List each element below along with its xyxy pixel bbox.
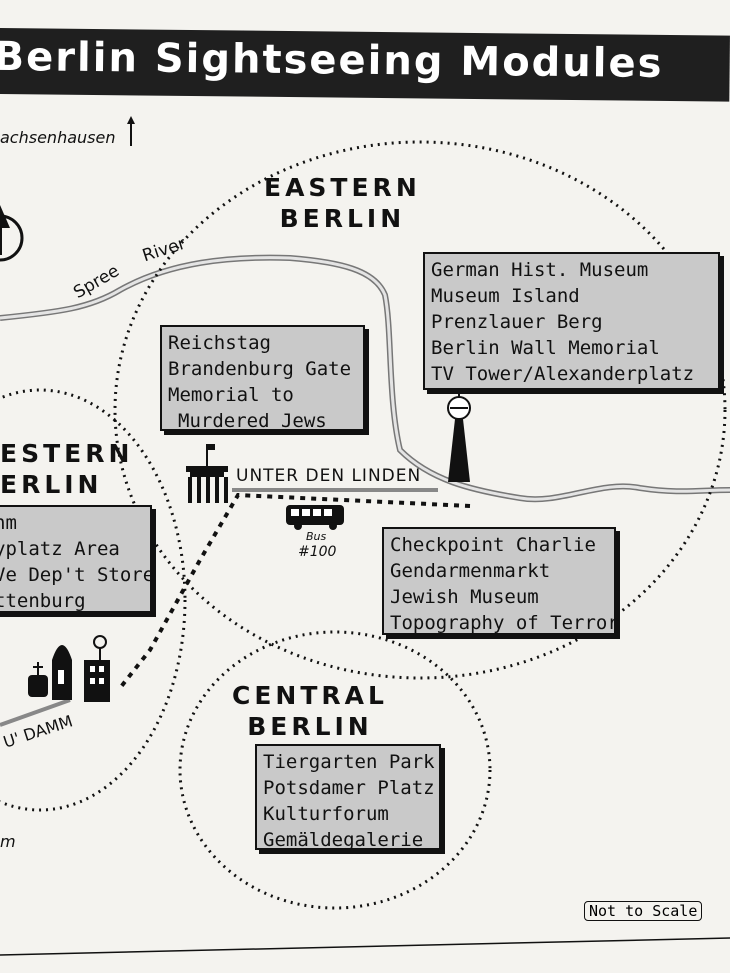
eastern-berlin-boundary: [113, 140, 727, 680]
western-berlin-title: ESTERN ERLIN: [0, 439, 134, 499]
western-berlin-boundary: [0, 388, 187, 812]
bus-route: [118, 492, 471, 690]
eastern-berlin-title: EASTERN BERLIN: [264, 173, 421, 233]
sachsenhausen-label: achsenhausen: [0, 128, 116, 147]
bus-label: Bus: [306, 530, 327, 543]
central-berlin-title: CENTRAL BERLIN: [232, 681, 388, 741]
brandenburg-gate-icon: [186, 444, 228, 503]
unter-den-linden-label: UNTER DEN LINDEN: [236, 466, 422, 486]
central-berlin-boundary: [178, 630, 492, 910]
checkpoint-charlie-box: Checkpoint Charlie Gendarmenmarkt Jewish…: [382, 527, 619, 635]
western-berlin-box: nm yplatz Area Ve Dep't Store ttenburg: [0, 505, 154, 613]
bus-icon: [286, 505, 344, 530]
ku-damm-road: [0, 698, 71, 727]
church-icon: [28, 635, 110, 702]
central-berlin-box: Tiergarten Park Potsdamer Platz Kulturfo…: [255, 744, 441, 851]
partial-label-bottom-left: m: [0, 832, 16, 851]
reichstag-box: Reichstag Brandenburg Gate Memorial to M…: [160, 325, 365, 432]
bus-number-label: #100: [298, 544, 337, 560]
german-museum-box: German Hist. Museum Museum Island Prenzl…: [423, 252, 720, 390]
north-arrow-icon: [0, 205, 24, 262]
not-to-scale-label: Not to Scale: [584, 901, 703, 921]
